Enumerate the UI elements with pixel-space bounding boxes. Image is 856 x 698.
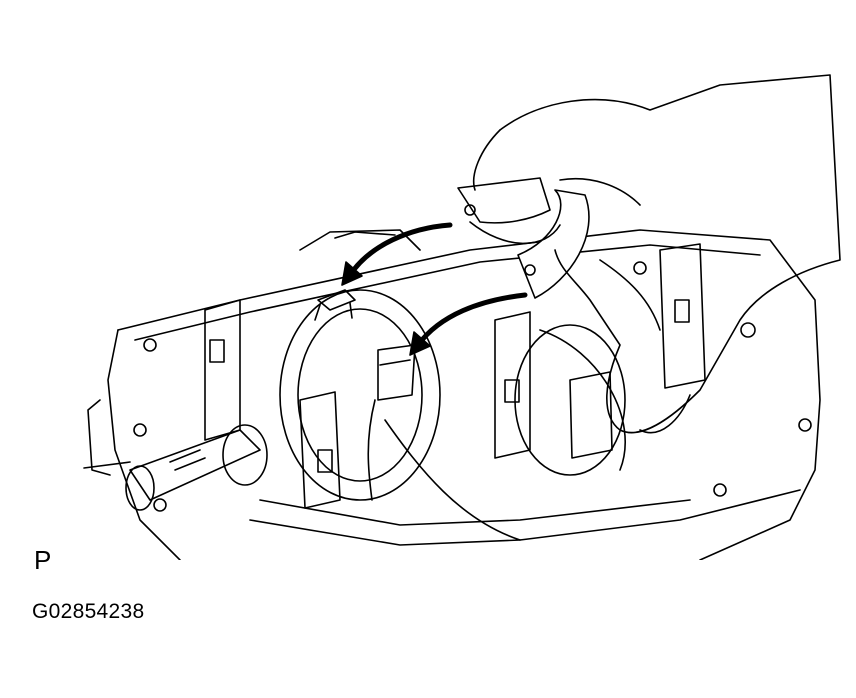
install-arrows	[341, 222, 528, 356]
hand	[473, 74, 841, 434]
view-label: P	[34, 545, 52, 575]
main-bearing-caps	[204, 243, 706, 509]
engine-block-illustration	[83, 74, 841, 560]
thrust-washer-front	[367, 344, 416, 501]
cylinder-block	[83, 229, 821, 560]
thrust-washer-upper	[314, 289, 356, 321]
crank-snout	[125, 424, 268, 511]
bearing-cap-in-hand	[457, 177, 590, 299]
figure-id: G02854238	[32, 600, 145, 623]
